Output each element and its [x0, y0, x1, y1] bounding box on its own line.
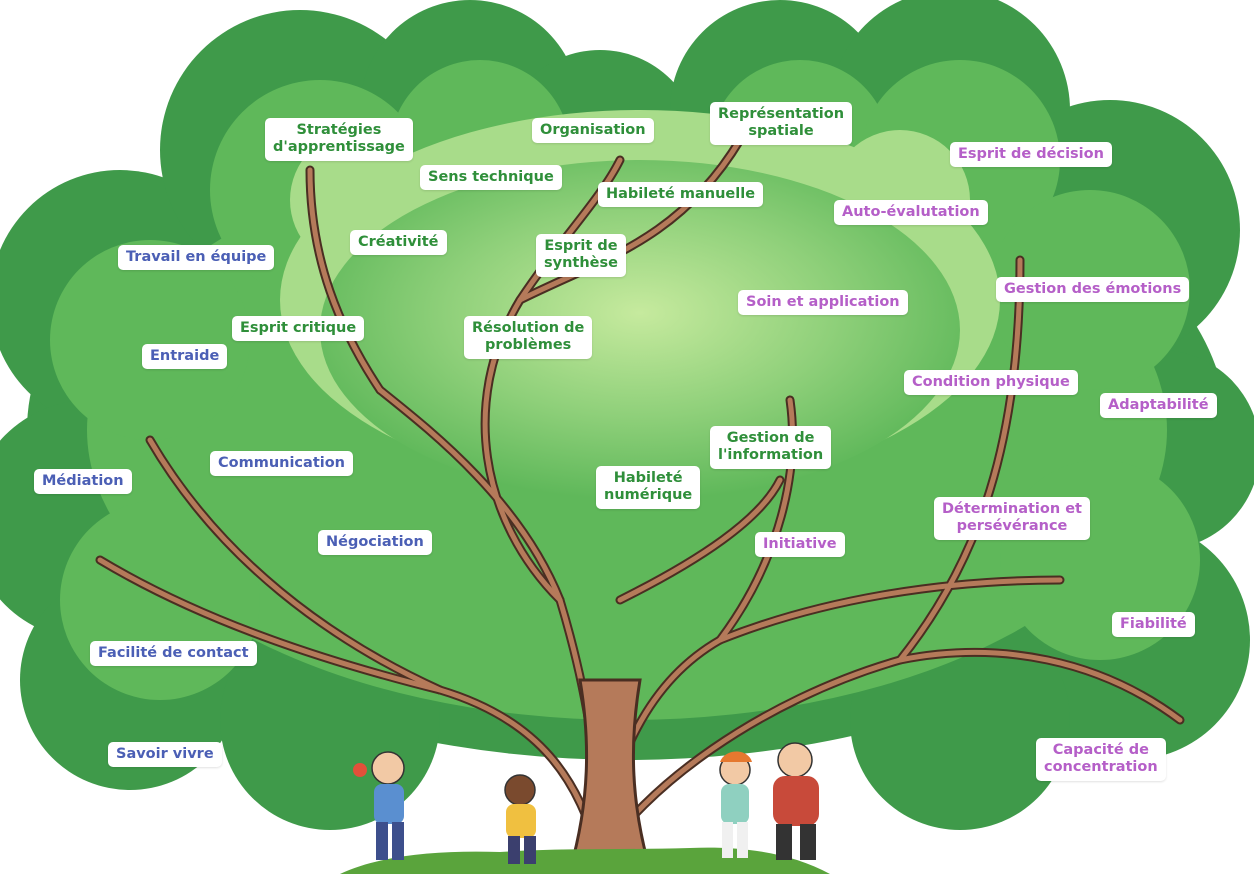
label-travail-equipe: Travail en équipe: [118, 245, 275, 271]
label-soin-application: Soin et application: [738, 290, 908, 316]
label-negociation: Négociation: [318, 530, 432, 556]
label-facilite-contact: Facilité de contact: [90, 641, 257, 667]
grass: [340, 847, 830, 874]
label-mediation: Médiation: [34, 469, 132, 495]
label-savoir-vivre: Savoir vivre: [108, 742, 222, 768]
character-big-guy: [773, 742, 819, 860]
character-girl-waving: [719, 751, 752, 858]
label-esprit-critique: Esprit critique: [232, 316, 365, 342]
label-initiative: Initiative: [755, 532, 845, 558]
label-organisation: Organisation: [532, 118, 654, 144]
label-fiabilite: Fiabilité: [1112, 612, 1195, 638]
label-adaptabilite: Adaptabilité: [1100, 393, 1217, 419]
character-runner: [504, 774, 536, 864]
label-habilete-manuelle: Habileté manuelle: [598, 182, 764, 208]
label-entraide: Entraide: [142, 344, 228, 370]
label-gestion-emotions: Gestion des émotions: [996, 277, 1190, 303]
label-sens-technique: Sens technique: [420, 165, 562, 191]
character-ball-thrower: [353, 751, 405, 860]
label-creativite: Créativité: [350, 230, 447, 256]
label-communication: Communication: [210, 451, 354, 477]
foliage-glow: [320, 160, 960, 500]
label-auto-evaluation: Auto-évalutation: [834, 200, 988, 226]
label-condition-physique: Condition physique: [904, 370, 1078, 396]
label-esprit-decision: Esprit de décision: [950, 142, 1112, 168]
